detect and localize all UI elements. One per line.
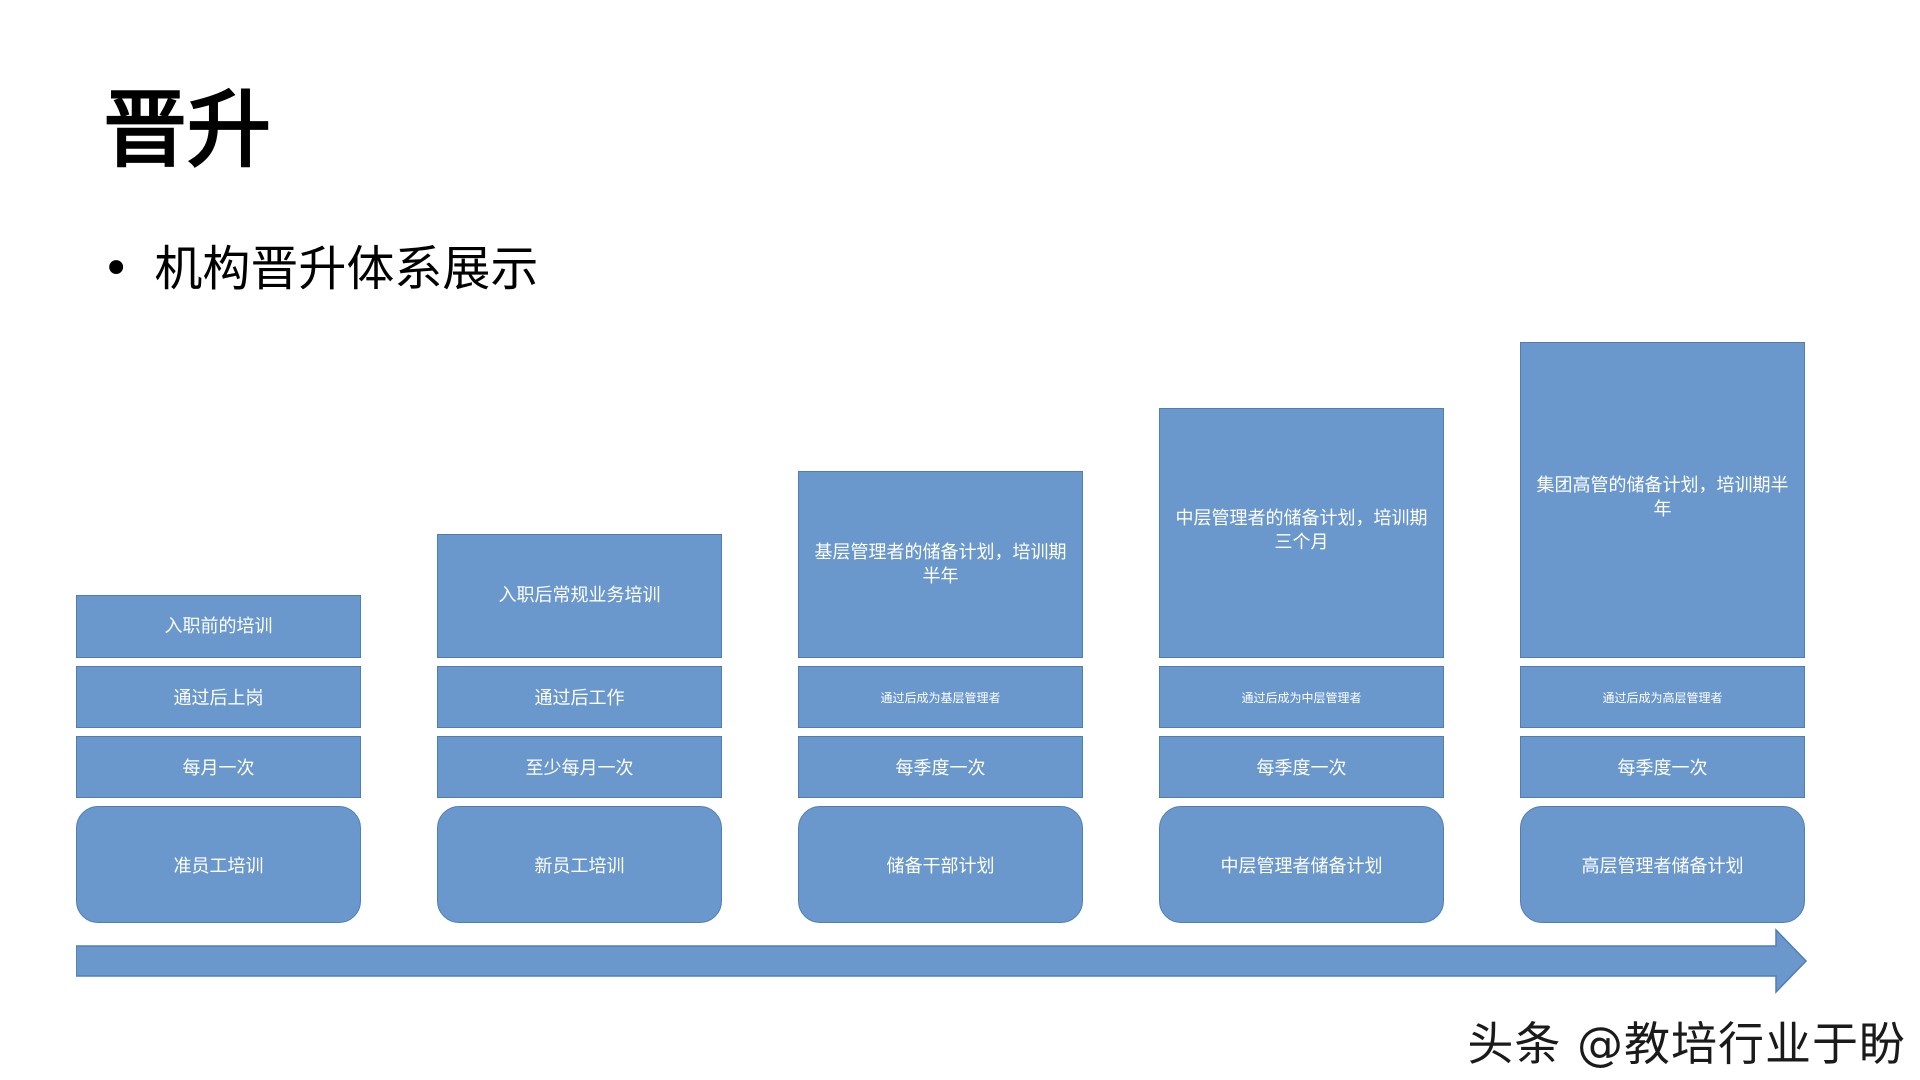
- bullet-text: 机构晋升体系展示: [154, 241, 539, 297]
- stage-1-frequency: 每月一次: [76, 736, 361, 798]
- stage-5-frequency: 每季度一次: [1520, 736, 1805, 798]
- bullet-item: • 机构晋升体系展示: [102, 245, 538, 293]
- stage-4-outcome: 通过后成为中层管理者: [1159, 666, 1444, 728]
- stage-2-description: 入职后常规业务培训: [437, 534, 722, 658]
- progression-arrow: [76, 928, 1808, 994]
- stage-1-description: 入职前的培训: [76, 595, 361, 658]
- stage-3-frequency: 每季度一次: [798, 736, 1083, 798]
- stage-4-frequency: 每季度一次: [1159, 736, 1444, 798]
- stage-2-outcome: 通过后工作: [437, 666, 722, 728]
- stage-4-description: 中层管理者的储备计划，培训期三个月: [1159, 408, 1444, 658]
- stage-4-name: 中层管理者储备计划: [1159, 806, 1444, 923]
- stage-5-description: 集团高管的储备计划，培训期半年: [1520, 342, 1805, 658]
- stage-3-outcome: 通过后成为基层管理者: [798, 666, 1083, 728]
- stage-3-name: 储备干部计划: [798, 806, 1083, 923]
- watermark: 头条 @教培行业于盼: [1467, 1017, 1906, 1071]
- stage-5-outcome: 通过后成为高层管理者: [1520, 666, 1805, 728]
- stage-3-description: 基层管理者的储备计划，培训期半年: [798, 471, 1083, 658]
- page-title: 晋升: [103, 81, 272, 179]
- stage-5-name: 高层管理者储备计划: [1520, 806, 1805, 923]
- stage-2-name: 新员工培训: [437, 806, 722, 923]
- stage-1-outcome: 通过后上岗: [76, 666, 361, 728]
- stage-1-name: 准员工培训: [76, 806, 361, 923]
- bullet-dot: •: [102, 241, 131, 297]
- stage-2-frequency: 至少每月一次: [437, 736, 722, 798]
